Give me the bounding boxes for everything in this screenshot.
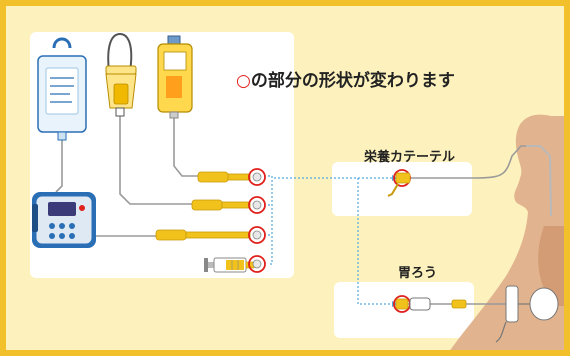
feeding-tube-line <box>406 145 526 179</box>
gastrostomy-port-icon <box>495 285 559 343</box>
feeding-bag-icon <box>37 37 87 141</box>
formula-pack-icon <box>157 35 193 119</box>
connector-icon <box>155 171 251 241</box>
hanging-bottle-icon <box>105 32 137 117</box>
headline-text: の部分の形状が変わります <box>250 71 455 91</box>
tubes <box>55 110 198 237</box>
headline: ○の部分の形状が変わります <box>236 66 455 91</box>
highlight-marker: ○ <box>236 71 251 91</box>
feeding-tube-label: 栄養カテーテル <box>364 150 456 165</box>
gastrostomy-label: 胃ろう <box>398 266 438 281</box>
gastrostomy-panel <box>334 282 474 338</box>
highlight-circles <box>248 168 411 313</box>
feeding-pump-icon <box>32 192 96 248</box>
syringe-icon <box>204 257 255 273</box>
diagram-graphics <box>32 32 564 350</box>
connection-lines <box>274 177 392 305</box>
feeding-tube-panel <box>332 162 472 216</box>
